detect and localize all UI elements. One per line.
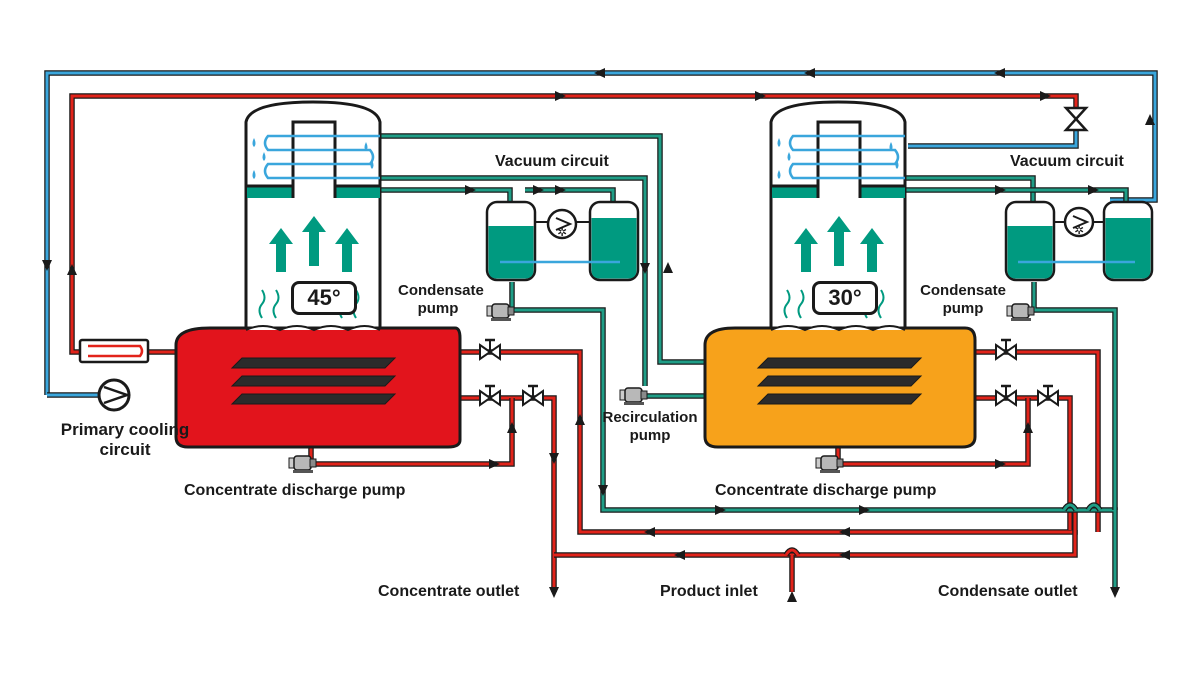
arrow-head-icon bbox=[804, 68, 815, 78]
discharge-pump-1-icon bbox=[288, 455, 317, 473]
arrow-head-icon bbox=[42, 260, 52, 271]
primary-pump-icon bbox=[97, 378, 131, 412]
vacuum-circuit-pipe bbox=[380, 133, 1129, 592]
valve-icon bbox=[995, 338, 1017, 361]
arrow-head-icon bbox=[575, 414, 585, 425]
heating-coil-icon bbox=[756, 357, 923, 405]
condensate-pump-1-icon bbox=[486, 303, 515, 321]
arrow-head-icon bbox=[994, 68, 1005, 78]
arrow-head-icon bbox=[995, 185, 1006, 195]
vacuum-circuit-label-2: Vacuum circuit bbox=[1010, 153, 1124, 170]
arrow-head-icon bbox=[1110, 587, 1120, 598]
arrow-head-icon bbox=[555, 91, 566, 101]
arrow-head-icon bbox=[549, 587, 559, 598]
condensate-pump-2-icon bbox=[1006, 303, 1035, 321]
discharge-pump-label-2: Concentrate discharge pump bbox=[715, 482, 937, 499]
arrow-head-icon bbox=[1145, 114, 1155, 125]
arrow-head-icon bbox=[755, 91, 766, 101]
heating-coil-icon bbox=[230, 357, 397, 405]
recirculation-pump-icon bbox=[619, 387, 648, 405]
expansion-valve-icon bbox=[1063, 106, 1089, 132]
arrow-head-icon bbox=[640, 263, 650, 274]
valve-icon bbox=[479, 384, 501, 407]
cooling-fan-icon: ✲ bbox=[546, 208, 578, 240]
cooling-fan-icon: ✲ bbox=[1063, 206, 1095, 238]
primary-cooling-label: Primary cooling circuit bbox=[60, 420, 190, 459]
arrow-head-icon bbox=[598, 485, 608, 496]
condensate-pump-label-2: Condensate pump bbox=[920, 282, 1006, 317]
arrow-head-icon bbox=[1023, 422, 1033, 433]
arrow-head-icon bbox=[555, 185, 566, 195]
arrow-head-icon bbox=[839, 550, 850, 560]
vapour-arrows-icon bbox=[269, 216, 359, 272]
arrow-head-icon bbox=[787, 591, 797, 602]
valve-icon bbox=[522, 384, 544, 407]
vacuum-tanks-2 bbox=[1004, 200, 1154, 282]
condenser-coil-icon bbox=[263, 134, 380, 180]
arrow-head-icon bbox=[507, 422, 517, 433]
arrow-head-icon bbox=[995, 459, 1006, 469]
arrow-head-icon bbox=[67, 264, 77, 275]
valve-icon bbox=[479, 338, 501, 361]
arrow-head-icon bbox=[465, 185, 476, 195]
svg-text:✲: ✲ bbox=[1074, 223, 1084, 237]
arrow-head-icon bbox=[1040, 91, 1051, 101]
droplets-icon bbox=[777, 138, 899, 179]
evaporator-column-2 bbox=[703, 100, 977, 449]
valve-icon bbox=[1037, 384, 1059, 407]
temperature-display-1: 45° bbox=[291, 281, 357, 315]
droplets-icon bbox=[252, 138, 374, 179]
arrow-head-icon bbox=[715, 505, 726, 515]
heat-exchanger-icon bbox=[78, 338, 150, 364]
evaporator-column-1 bbox=[174, 100, 462, 449]
vapour-arrows-icon bbox=[794, 216, 884, 272]
arrow-head-icon bbox=[644, 527, 655, 537]
pipe-crossing bbox=[783, 502, 1103, 557]
condensate-outlet-label: Condensate outlet bbox=[938, 583, 1078, 600]
arrow-head-icon bbox=[489, 459, 500, 469]
recirculation-pump-label: Recirculation pump bbox=[602, 409, 698, 444]
valve-icon bbox=[995, 384, 1017, 407]
arrow-head-icon bbox=[839, 527, 850, 537]
svg-text:✲: ✲ bbox=[557, 225, 567, 239]
arrow-head-icon bbox=[533, 185, 544, 195]
arrow-head-icon bbox=[859, 505, 870, 515]
concentrate-outlet-label: Concentrate outlet bbox=[378, 583, 520, 600]
discharge-pump-label-1: Concentrate discharge pump bbox=[184, 482, 406, 499]
arrow-head-icon bbox=[663, 262, 673, 273]
discharge-pump-2-icon bbox=[815, 455, 844, 473]
vacuum-circuit-label-1: Vacuum circuit bbox=[495, 153, 609, 170]
condensate-pump-label-1: Condensate pump bbox=[398, 282, 484, 317]
arrow-head-icon bbox=[549, 453, 559, 464]
arrow-head-icon bbox=[674, 550, 685, 560]
arrow-head-icon bbox=[594, 68, 605, 78]
arrow-head-icon bbox=[1088, 185, 1099, 195]
condenser-coil-icon bbox=[788, 134, 905, 180]
vacuum-tanks-1 bbox=[485, 200, 640, 282]
product-inlet-label: Product inlet bbox=[660, 583, 758, 600]
temperature-display-2: 30° bbox=[812, 281, 878, 315]
